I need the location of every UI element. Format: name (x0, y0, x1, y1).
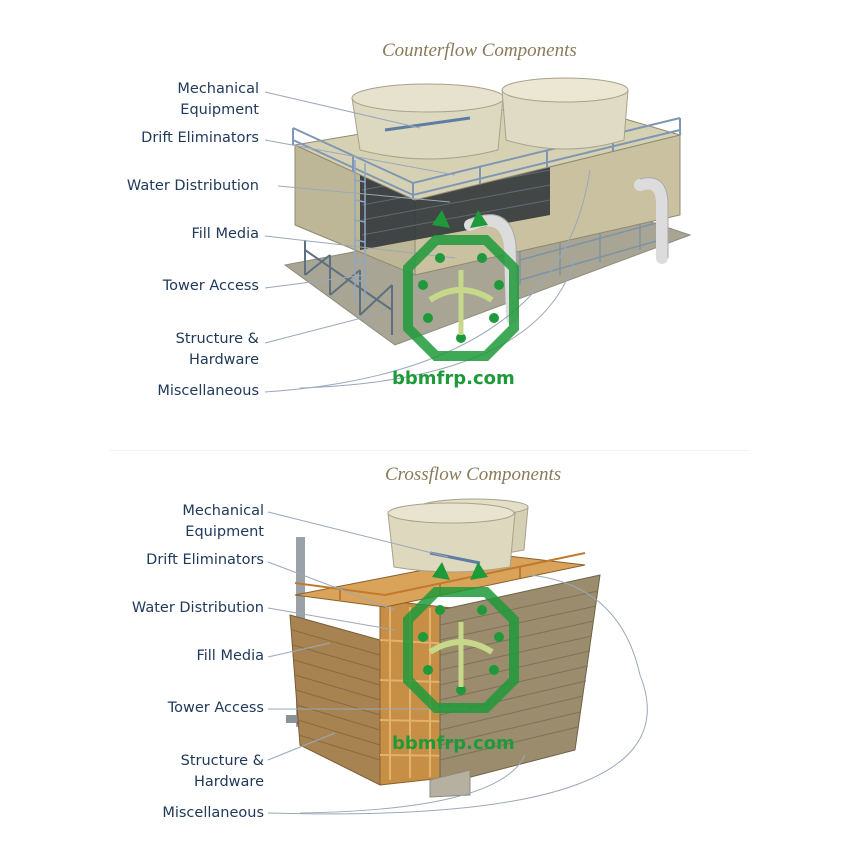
label-water-distribution: Water Distribution (126, 178, 259, 194)
crossflow-title: Crossflow Components (385, 464, 562, 485)
watermark-text: bbmfrp.com (392, 368, 515, 389)
label-tower-access: Tower Access (162, 278, 259, 294)
watermark-logo (403, 210, 519, 361)
left-louver-slats (291, 629, 381, 761)
label-water-distribution: Water Distribution (131, 600, 264, 616)
label-drift-eliminators: Drift Eliminators (146, 552, 264, 568)
label-miscellaneous: Miscellaneous (157, 383, 259, 399)
structure-legs (304, 240, 393, 335)
label-mechanical-equipment: Mechanical Equipment (177, 81, 259, 118)
label-fill-media: Fill Media (196, 648, 264, 664)
crossflow-base (429, 769, 471, 798)
section-divider (110, 450, 750, 451)
label-structure-hardware: Structure & Hardware (175, 331, 259, 368)
label-miscellaneous: Miscellaneous (162, 805, 264, 821)
crossflow-fan-stacks (387, 498, 529, 573)
watermark-logo (403, 562, 519, 713)
label-fill-media: Fill Media (191, 226, 259, 242)
counterflow-title: Counterflow Components (382, 40, 577, 61)
label-mechanical-equipment: Mechanical Equipment (182, 503, 264, 540)
fan-stacks (351, 77, 629, 160)
counterflow-tower-illustration (264, 77, 692, 393)
right-louver-face (439, 574, 601, 786)
label-structure-hardware: Structure & Hardware (180, 753, 264, 790)
crossflow-panel: Crossflow Components Mechanical Equipmen… (0, 425, 849, 849)
counterflow-panel: Counterflow Components Mechanical Equipm… (126, 40, 692, 399)
watermark-text: bbmfrp.com (392, 733, 515, 754)
label-drift-eliminators: Drift Eliminators (141, 130, 259, 146)
label-tower-access: Tower Access (167, 700, 264, 716)
